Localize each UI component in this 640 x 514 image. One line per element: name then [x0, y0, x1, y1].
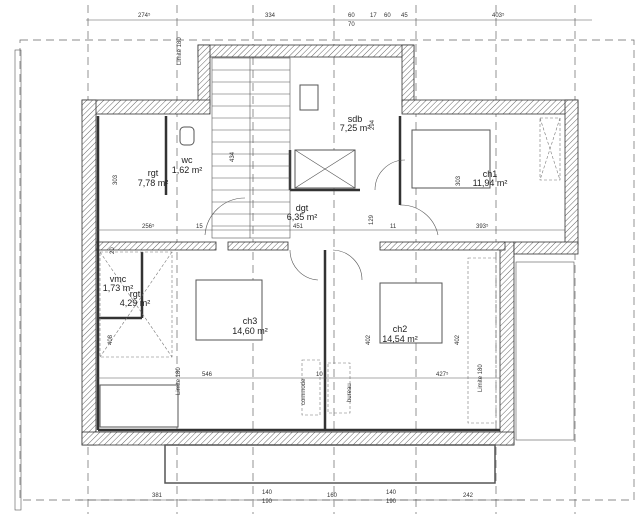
svg-text:14,60 m²: 14,60 m² — [232, 326, 268, 336]
svg-text:bureau: bureau — [347, 383, 353, 402]
top-dim: 403⁵ — [492, 12, 505, 19]
svg-text:wc: wc — [181, 155, 193, 165]
top-dim: 60 — [348, 13, 355, 19]
bed-vmc — [99, 384, 179, 428]
svg-text:7,25 m²: 7,25 m² — [340, 123, 371, 133]
svg-text:451: 451 — [293, 224, 304, 230]
bed-ch2 — [379, 282, 443, 344]
top-dim: 45 — [401, 13, 408, 19]
svg-text:11,94 m²: 11,94 m² — [473, 178, 508, 188]
bottom-dim: 160 — [327, 493, 338, 499]
annotations: Limite 180 Limite 180 Limite 180 commode… — [176, 37, 484, 405]
svg-text:Limite 180: Limite 180 — [177, 37, 183, 65]
top-dim: 60 — [384, 13, 391, 19]
svg-text:402: 402 — [366, 334, 372, 345]
svg-text:vmc: vmc — [110, 274, 127, 284]
svg-text:commode: commode — [301, 378, 307, 405]
staircase — [211, 57, 291, 239]
svg-text:303: 303 — [113, 174, 119, 185]
room-labels: rgt 7,78 m² wc 1,62 m² sdb 7,25 m² dgt 6… — [103, 114, 508, 344]
svg-text:11: 11 — [390, 224, 397, 230]
walls — [81, 44, 579, 446]
svg-text:sdb: sdb — [348, 114, 363, 124]
svg-text:rgt: rgt — [148, 168, 159, 178]
svg-text:408: 408 — [108, 334, 114, 345]
top-dim: 274⁵ — [138, 12, 151, 19]
balcony — [164, 444, 496, 484]
axis-lines — [87, 5, 576, 514]
side-panel — [14, 49, 22, 511]
bottom-dim: 140 — [262, 490, 273, 496]
wardrobes — [99, 117, 561, 424]
svg-text:427⁵: 427⁵ — [436, 371, 449, 378]
svg-text:ch3: ch3 — [243, 316, 258, 326]
inner-dimensions: 256⁵ 15 451 11 393⁵ 546 10 427⁵ 129 402 … — [108, 119, 489, 378]
svg-text:14,54 m²: 14,54 m² — [382, 334, 418, 344]
bed-ch1 — [411, 129, 491, 189]
svg-text:ch1: ch1 — [483, 169, 498, 179]
svg-text:1,73 m²: 1,73 m² — [103, 283, 134, 293]
toilet — [179, 126, 195, 146]
bottom-dim: 190 — [386, 499, 397, 505]
svg-text:4,29 m²: 4,29 m² — [120, 298, 151, 308]
svg-text:546: 546 — [202, 372, 213, 378]
bureau — [327, 362, 351, 414]
svg-text:303: 303 — [456, 175, 462, 186]
bottom-dim: 242 — [463, 493, 474, 499]
terrace — [515, 261, 575, 441]
svg-text:1,62 m²: 1,62 m² — [172, 165, 203, 175]
bottom-dim: 190 — [262, 499, 273, 505]
top-dim: 334 — [265, 13, 276, 19]
top-dim: 17 — [370, 13, 377, 19]
bottom-dim: 140 — [386, 490, 397, 496]
svg-text:Limite 180: Limite 180 — [176, 367, 182, 395]
commode — [301, 359, 321, 416]
svg-text:ch2: ch2 — [393, 324, 408, 334]
svg-text:Limite 180: Limite 180 — [478, 364, 484, 392]
svg-text:434: 434 — [230, 151, 236, 162]
svg-text:rgt: rgt — [130, 289, 141, 299]
svg-text:20: 20 — [110, 247, 116, 254]
svg-text:dgt: dgt — [296, 203, 309, 213]
bottom-dim: 381 — [152, 493, 163, 499]
top-dim: 70 — [348, 22, 355, 28]
doors — [204, 159, 439, 281]
svg-text:129: 129 — [369, 214, 375, 225]
svg-text:294: 294 — [370, 119, 376, 130]
svg-text:402: 402 — [455, 334, 461, 345]
svg-text:256⁵: 256⁵ — [142, 223, 155, 230]
svg-text:6,35 m²: 6,35 m² — [287, 212, 318, 222]
bed-ch3 — [195, 279, 263, 341]
sink — [299, 84, 319, 111]
svg-text:15: 15 — [196, 224, 203, 230]
svg-text:393⁵: 393⁵ — [476, 223, 489, 230]
svg-text:10: 10 — [316, 372, 323, 378]
svg-text:7,78 m²: 7,78 m² — [138, 178, 169, 188]
